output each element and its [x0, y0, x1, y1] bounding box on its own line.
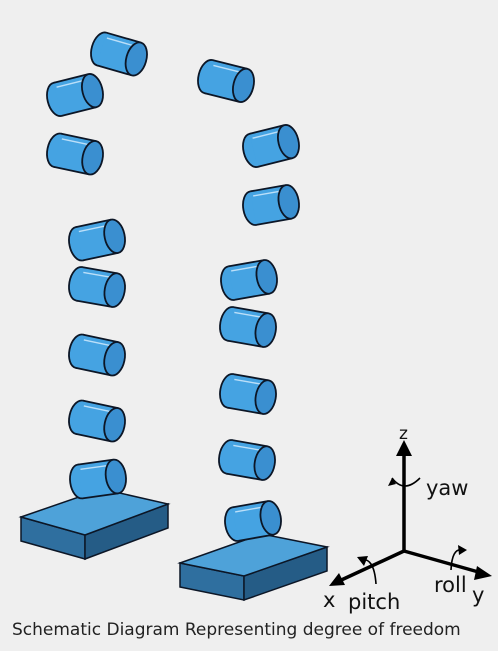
yaw-label: yaw — [426, 476, 468, 500]
cylinder-bottom-edge — [257, 157, 293, 168]
cylinder-top-edge — [233, 373, 269, 382]
cylinder-bottom-edge — [226, 472, 262, 481]
cylinder-bottom-edge — [82, 252, 119, 262]
z-axis-label: z — [399, 424, 408, 444]
cylinder-top-edge — [250, 184, 286, 193]
cylinder-bottom-edge — [204, 92, 240, 103]
joint-cylinder — [68, 218, 126, 262]
cylinder-front-cap — [255, 259, 278, 295]
y-axis-line — [403, 549, 483, 575]
cylinder-top-edge — [232, 439, 268, 448]
joint-cylinder — [69, 458, 127, 500]
joint-cylinder — [242, 184, 300, 226]
figure-caption: Schematic Diagram Representing degree of… — [12, 620, 461, 640]
joint-cylinder — [220, 259, 278, 301]
joint-cylinder — [68, 266, 126, 308]
feet-group — [18, 488, 330, 602]
cylinder-bottom-edge — [238, 533, 274, 542]
foot-block — [18, 488, 171, 561]
cylinder-top-edge — [233, 306, 269, 315]
joint-cylinder — [68, 333, 126, 377]
cylinder-bottom-edge — [75, 367, 112, 377]
joint-cylinder — [46, 132, 104, 176]
joint-cylinder — [218, 439, 276, 481]
cylinder-top-edge — [232, 500, 268, 509]
cylinder-top-edge — [82, 333, 119, 343]
y-axis-arrowhead — [474, 566, 492, 580]
foot-top-face — [18, 488, 171, 536]
cylinder-top-edge — [212, 59, 248, 70]
roll-label: roll — [434, 573, 467, 597]
axis-triad: z yaw x pitch roll y — [323, 424, 492, 614]
pitch-arrowhead — [357, 556, 368, 566]
x-axis-label: x — [323, 588, 335, 612]
joint-cylinder — [68, 399, 126, 443]
cylinder-front-cap — [103, 341, 126, 377]
cylinder-front-cap — [254, 379, 277, 415]
joint-cylinder — [197, 59, 255, 103]
joint-cylinder — [46, 73, 104, 117]
cylinder-bottom-edge — [256, 217, 292, 226]
cylinder-top-edge — [60, 132, 97, 142]
joint-cylinders — [46, 31, 300, 542]
cylinder-bottom-edge — [96, 64, 132, 77]
cylinder-top-edge — [75, 218, 112, 228]
cylinder-front-cap — [259, 500, 282, 536]
cylinder-front-cap — [277, 124, 300, 160]
cylinder-front-cap — [232, 67, 255, 103]
cylinder-front-cap — [253, 445, 276, 481]
joint-cylinder — [219, 373, 277, 415]
x-axis-arrowhead — [329, 573, 345, 586]
cylinder-top-edge — [106, 31, 142, 44]
cylinder-bottom-edge — [61, 106, 97, 117]
cylinder-front-cap — [254, 312, 277, 348]
foot-top-face — [177, 533, 330, 577]
cylinder-front-cap — [103, 272, 126, 308]
cylinder-front-cap — [81, 73, 104, 109]
cylinder-top-edge — [228, 259, 264, 268]
z-axis-arrowhead — [396, 440, 412, 456]
pitch-label: pitch — [348, 590, 400, 614]
cylinder-top-edge — [249, 124, 285, 135]
cylinder-top-edge — [53, 73, 89, 84]
cylinder-top-edge — [82, 266, 118, 275]
foot-block — [177, 533, 330, 602]
cylinder-bottom-edge — [75, 433, 112, 443]
cylinder-top-edge — [77, 458, 114, 466]
x-axis-line — [336, 549, 405, 584]
yaw-arrowhead — [388, 478, 396, 486]
yaw-rotation-arrow — [391, 477, 421, 487]
cylinder-top-edge — [82, 399, 119, 409]
cylinder-front-cap — [103, 407, 126, 443]
cylinder-front-cap — [277, 184, 300, 220]
cylinder-bottom-edge — [227, 339, 263, 348]
cylinder-bottom-edge — [227, 406, 263, 415]
cylinder-front-cap — [103, 218, 126, 254]
cylinder-front-cap — [104, 458, 127, 495]
y-axis-label: y — [472, 583, 484, 607]
roll-arrowhead — [458, 545, 467, 555]
joint-cylinder — [224, 500, 282, 542]
cylinder-front-cap — [81, 140, 104, 176]
joint-cylinder — [242, 124, 300, 168]
cylinder-bottom-edge — [53, 166, 90, 176]
joint-cylinder — [219, 306, 277, 348]
cylinder-bottom-edge — [76, 299, 112, 308]
cylinder-bottom-edge — [234, 292, 270, 301]
joint-cylinder — [90, 31, 148, 77]
cylinder-bottom-edge — [82, 492, 119, 500]
